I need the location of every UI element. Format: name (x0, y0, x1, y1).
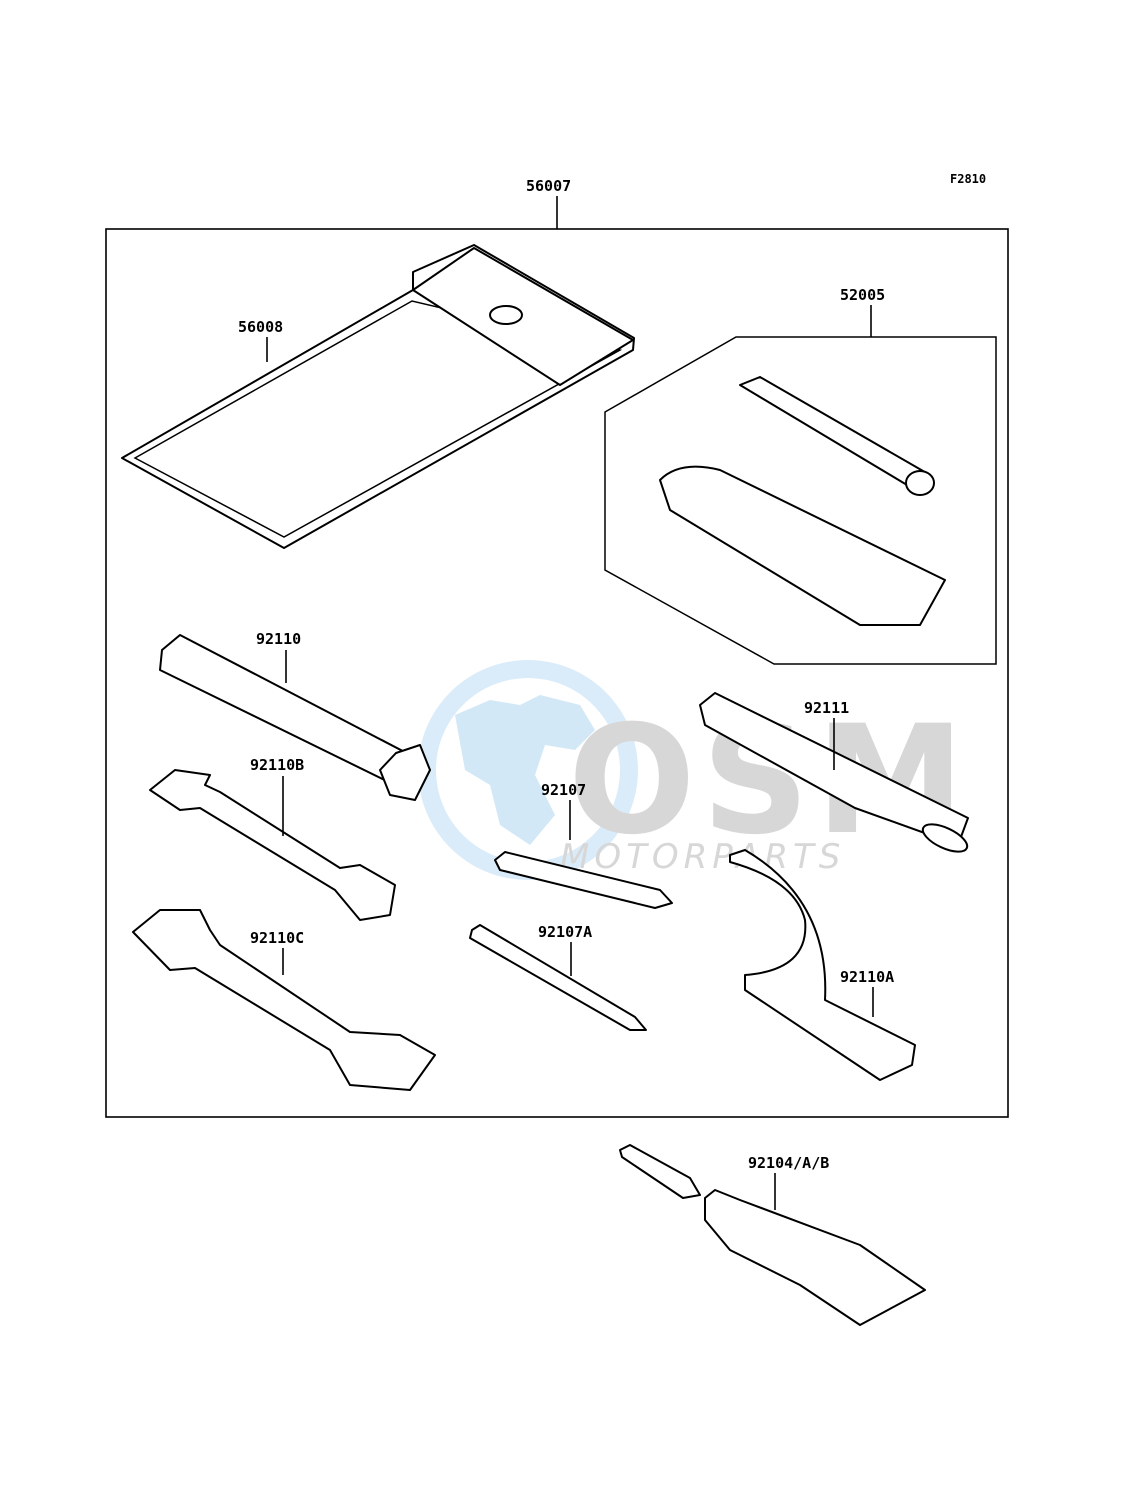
tool-pouch (121, 244, 635, 549)
label-92107a: 92107A (538, 923, 592, 941)
screwdriver-92107 (494, 851, 673, 909)
label-92107: 92107 (541, 781, 586, 799)
label-56008: 56008 (238, 318, 283, 336)
screwdriver-92107a (469, 924, 647, 1031)
label-92110c: 92110C (250, 929, 304, 947)
label-92110b: 92110B (250, 756, 304, 774)
repair-kit (604, 336, 997, 665)
hook-wrench-92110a (729, 849, 916, 1081)
repair-kit-frame (604, 336, 997, 665)
label-92110: 92110 (256, 630, 301, 648)
sealant-tube (619, 1144, 926, 1326)
plug-wrench (159, 634, 431, 801)
kit-label: 56007 (526, 177, 571, 195)
watermark-sub: MOTORPARTS (560, 837, 845, 877)
label-92104: 92104/A/B (748, 1154, 829, 1172)
label-92110a: 92110A (840, 968, 894, 986)
figure-code: F2810 (950, 172, 986, 186)
label-92111: 92111 (804, 699, 849, 717)
wrench-92110c (132, 909, 436, 1091)
wrench-92110b (149, 769, 396, 921)
watermark: OSM MOTORPARTS (418, 660, 965, 880)
label-52005: 52005 (840, 286, 885, 304)
